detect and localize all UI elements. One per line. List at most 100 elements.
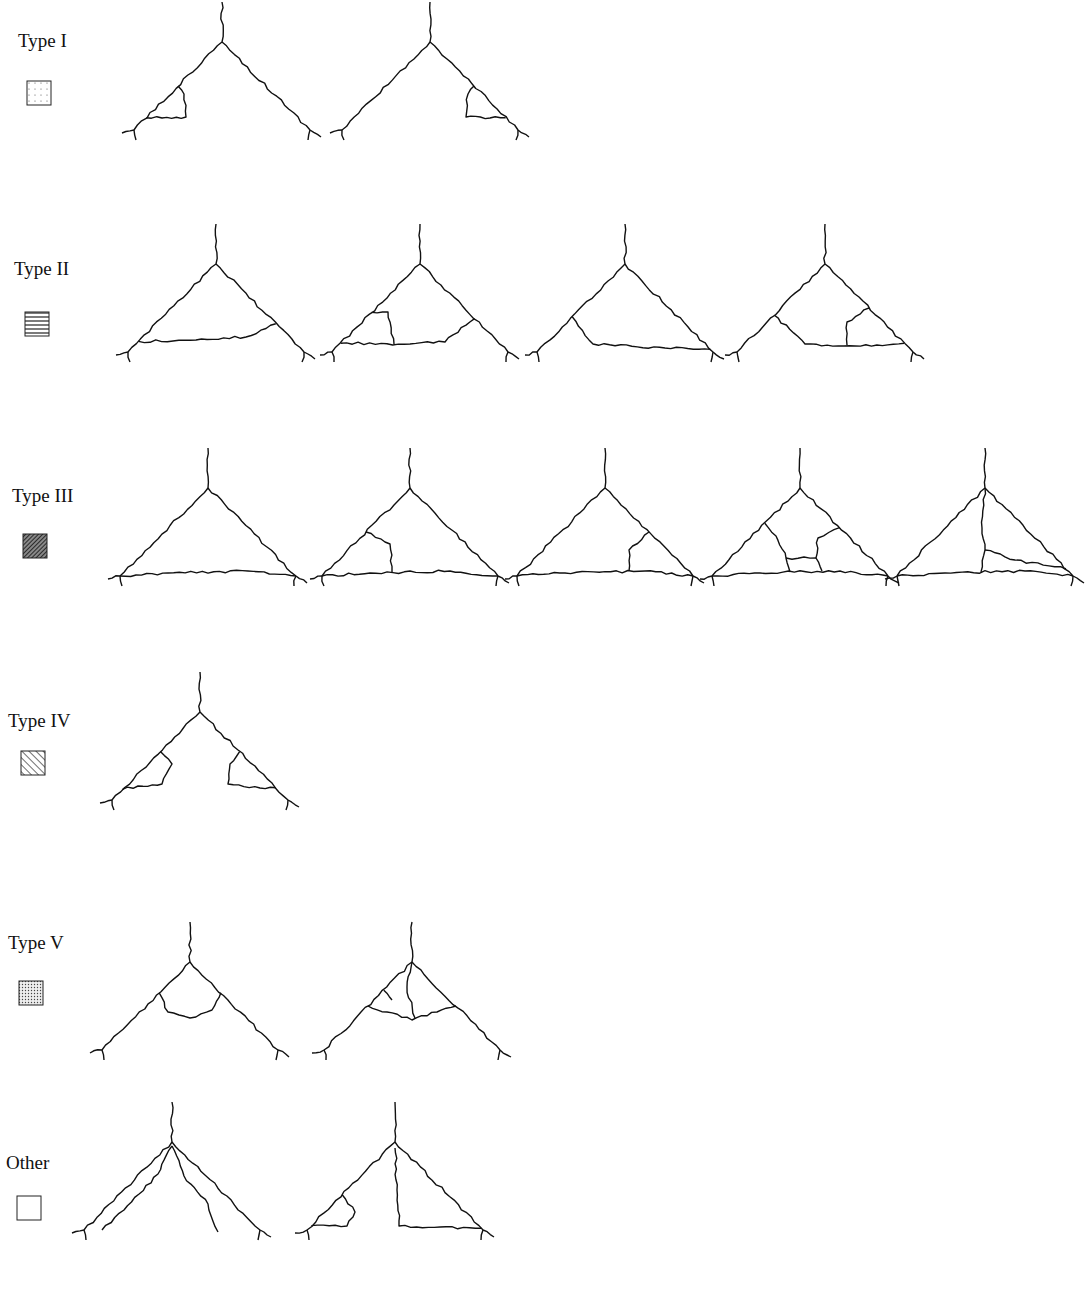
crack-line bbox=[395, 1102, 396, 1142]
crack-line bbox=[172, 1142, 260, 1230]
legend-swatch bbox=[26, 80, 54, 108]
crack-figure bbox=[116, 224, 315, 362]
crack-line bbox=[897, 488, 985, 576]
crack-line bbox=[737, 352, 739, 362]
crack-line bbox=[410, 488, 498, 576]
crack-line bbox=[276, 1050, 278, 1060]
crack-figure bbox=[90, 922, 289, 1060]
crack-line bbox=[712, 571, 888, 577]
crack-line bbox=[498, 1050, 500, 1060]
crack-line bbox=[222, 42, 310, 130]
crack-line bbox=[286, 800, 288, 810]
crack-line bbox=[332, 352, 334, 362]
crack-line bbox=[302, 352, 304, 362]
crack-line bbox=[120, 570, 296, 576]
crack-line bbox=[846, 308, 869, 345]
crack-line bbox=[799, 448, 801, 488]
crack-line bbox=[885, 576, 897, 579]
crack-line bbox=[481, 1230, 483, 1240]
crack-line bbox=[159, 993, 221, 1018]
crack-line bbox=[322, 488, 410, 576]
crack-line bbox=[496, 576, 498, 586]
crack-line bbox=[985, 488, 1073, 576]
crack-line bbox=[146, 86, 186, 118]
crack-line bbox=[310, 576, 322, 579]
crack-line bbox=[207, 448, 208, 488]
crack-line bbox=[395, 1142, 483, 1230]
crack-line bbox=[120, 576, 122, 586]
crack-line bbox=[221, 2, 224, 42]
crack-line bbox=[483, 1230, 494, 1237]
crack-line bbox=[605, 448, 606, 488]
crack-line bbox=[525, 352, 537, 355]
crack-line bbox=[506, 352, 508, 362]
crack-line bbox=[737, 264, 825, 352]
crack-line bbox=[172, 1146, 218, 1232]
crack-line bbox=[774, 315, 904, 346]
crack-line bbox=[911, 352, 913, 362]
legend-label: Type I bbox=[18, 30, 67, 52]
crack-line bbox=[310, 130, 321, 137]
crack-line bbox=[171, 1102, 173, 1142]
crack-line bbox=[100, 800, 112, 803]
crack-line bbox=[824, 224, 826, 264]
crack-line bbox=[312, 1050, 324, 1053]
crack-line bbox=[516, 130, 518, 140]
crack-line bbox=[605, 488, 693, 576]
crack-line bbox=[985, 550, 1066, 569]
crack-line bbox=[199, 672, 201, 712]
crack-line bbox=[112, 712, 200, 800]
crack-line bbox=[517, 488, 605, 576]
crack-line bbox=[517, 571, 693, 577]
crack-line bbox=[322, 570, 498, 576]
crack-line bbox=[189, 922, 191, 962]
legend-label: Type IV bbox=[8, 710, 71, 732]
crack-line bbox=[508, 352, 519, 359]
crack-line bbox=[713, 352, 724, 359]
crack-line bbox=[913, 352, 924, 359]
crack-line bbox=[120, 488, 208, 576]
crack-line bbox=[296, 576, 307, 583]
crack-line bbox=[517, 576, 519, 586]
crack-line bbox=[500, 1050, 511, 1057]
crack-line bbox=[311, 1195, 355, 1227]
crack-line bbox=[419, 224, 421, 264]
legend-label: Type V bbox=[8, 932, 64, 954]
crack-line bbox=[712, 576, 714, 586]
crack-figure bbox=[885, 448, 1084, 586]
crack-line bbox=[800, 488, 888, 576]
crack-line bbox=[518, 130, 529, 137]
crack-line bbox=[1073, 576, 1084, 583]
crack-line bbox=[190, 962, 278, 1050]
crack-figure bbox=[525, 224, 724, 362]
crack-line bbox=[342, 42, 430, 130]
crack-line bbox=[72, 1230, 84, 1233]
crack-line bbox=[320, 352, 332, 355]
crack-line bbox=[537, 352, 539, 362]
crack-line bbox=[215, 224, 217, 264]
crack-line bbox=[505, 576, 517, 579]
crack-line bbox=[466, 86, 506, 119]
crack-line bbox=[409, 448, 411, 488]
crack-figure bbox=[72, 1102, 271, 1240]
crack-figure bbox=[310, 448, 509, 586]
crack-line bbox=[139, 324, 276, 343]
crack-line bbox=[228, 752, 276, 789]
crack-line bbox=[208, 488, 296, 576]
crack-line bbox=[1071, 576, 1073, 586]
legend-swatch bbox=[16, 1195, 44, 1223]
crack-line bbox=[629, 532, 649, 571]
crack-line bbox=[886, 576, 888, 586]
crack-line bbox=[260, 1230, 271, 1237]
crack-line bbox=[624, 224, 626, 264]
crack-line bbox=[420, 264, 508, 352]
crack-line bbox=[984, 448, 986, 488]
crack-line bbox=[288, 800, 299, 807]
crack-line bbox=[304, 352, 315, 359]
crack-line bbox=[116, 352, 128, 355]
crack-line bbox=[332, 264, 420, 352]
legend-swatch bbox=[22, 533, 50, 561]
crack-line bbox=[786, 557, 816, 559]
crack-line bbox=[102, 1050, 104, 1060]
crack-line bbox=[572, 317, 710, 350]
